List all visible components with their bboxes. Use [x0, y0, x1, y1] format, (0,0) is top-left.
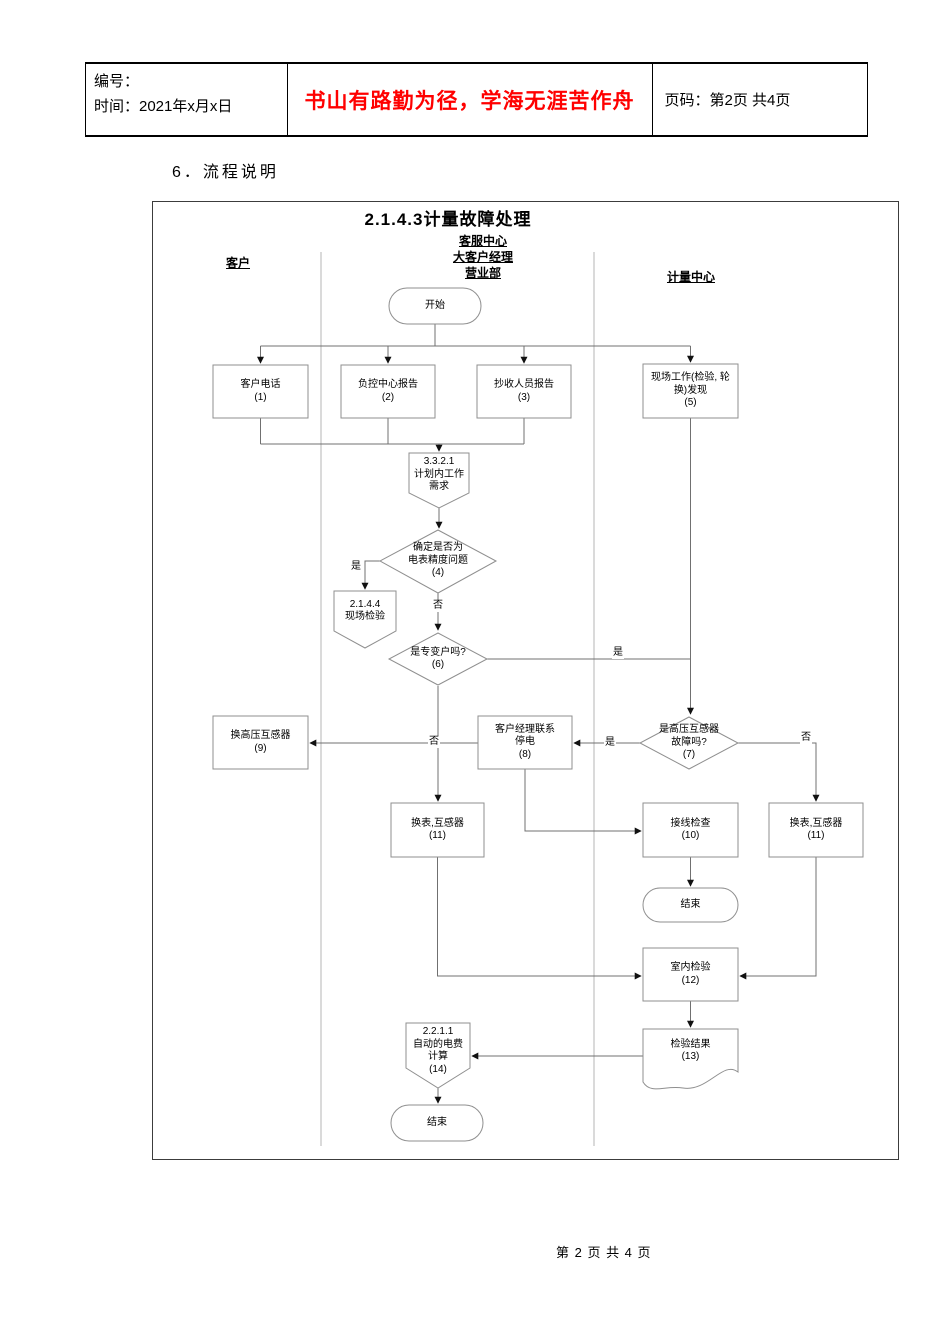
box1-shape: [212, 364, 309, 419]
node-5-field-work-discovery: 现场工作(检验, 轮 换)发现 (5): [651, 372, 730, 409]
lane2-line3-label: 营业部: [464, 266, 501, 280]
box12-shape: [642, 947, 739, 1002]
decision6-shape: [387, 632, 489, 686]
start-oval-shape: [388, 287, 482, 325]
node-1-customer-call: 客户电话 (1): [240, 379, 281, 403]
node-2-load-control-report: 负控中心报告 (2): [358, 379, 418, 403]
offpage-2211-shape: [405, 1022, 471, 1089]
flowchart-canvas: [212, 252, 864, 1146]
box5-shape: [642, 363, 739, 419]
node-6-decision-dedicated-transformer: 是专变户吗? (6): [410, 646, 466, 671]
end2-oval-shape: [390, 1104, 484, 1142]
box11-left-shape: [390, 802, 485, 858]
node-8-manager-arrange-outage: 客户经理联系 停电 (8): [495, 723, 555, 760]
document13-shape: [642, 1028, 739, 1090]
lane-header-customer: 客户: [198, 254, 278, 271]
node-end-2: 结束: [427, 1116, 447, 1128]
node-3-meter-reader-report: 抄收人员报告 (3): [494, 379, 554, 403]
node-10-wiring-check: 接线检查 (10): [670, 817, 711, 842]
header-cell-page: 页码：第2页 共4页: [653, 64, 867, 135]
lane-header-metering-center: 计量中心: [641, 268, 741, 285]
lane-dividers: [320, 252, 595, 1146]
node-11-right-replace-meter: 换表,互感器 (11): [789, 817, 843, 842]
node-9-replace-hv-transformer: 换高压互感器 (9): [230, 730, 291, 754]
edge-label-no-d7: 否: [800, 732, 812, 744]
page-code-label: 页码：第2页 共4页: [664, 92, 791, 109]
node-offpage-2211: 2.2.1.1 自动的电费 计算 (14): [413, 1026, 463, 1075]
box11-right-shape: [768, 802, 864, 858]
box2-shape: [340, 364, 436, 419]
lane-header-service-center: 客服中心 大客户经理 营业部: [433, 233, 533, 281]
node-11-left-replace-meter: 换表,互感器 (11): [411, 817, 464, 842]
header-cell-meta: 编号： 时间：2021年x月x日: [86, 64, 288, 135]
node-start: 开始: [425, 299, 445, 311]
box8-shape: [477, 715, 573, 770]
box9-shape: [212, 715, 309, 770]
node-shapes: [212, 287, 864, 1142]
flowchart-frame: 2.1.4.3计量故障处理 客户 客服中心 大客户经理 营业部 计量中心 开始 …: [152, 201, 899, 1160]
box3-shape: [476, 364, 572, 419]
flowchart-title: 2.1.4.3计量故障处理: [364, 210, 532, 229]
lane2-line1-label: 客服中心: [458, 234, 507, 248]
doc-time-label: 时间：2021年x月x日: [94, 98, 233, 115]
decision4-shape: [378, 529, 498, 594]
lane1-label: 客户: [225, 256, 250, 270]
header-cell-motto: 书山有路勤为径，学海无涯苦作舟: [288, 64, 653, 135]
offpage-2144-shape: [333, 590, 397, 649]
edge-label-yes-d4: 是: [350, 561, 362, 573]
node-4-decision-meter-accuracy: 确定是否为 电表精度问题 (4): [408, 542, 468, 579]
lane3-label: 计量中心: [666, 270, 715, 284]
node-13-inspection-result-document: 检验结果 (13): [670, 1038, 711, 1063]
box10-shape: [642, 802, 739, 858]
end1-oval-shape: [642, 887, 739, 923]
lane2-line2-label: 大客户经理: [452, 250, 513, 264]
doc-number-label: 编号：: [94, 73, 140, 90]
node-offpage-2144: 2.1.4.4 现场检验: [345, 598, 385, 623]
decision7-shape: [638, 716, 740, 770]
edge-label-yes-d7: 是: [604, 737, 616, 749]
header-table: 编号： 时间：2021年x月x日 书山有路勤为径，学海无涯苦作舟 页码：第2页 …: [85, 62, 868, 137]
node-12-indoor-inspection: 室内检验 (12): [670, 962, 711, 986]
edge-label-no-d4: 否: [432, 600, 444, 612]
motto-text: 书山有路勤为径，学海无涯苦作舟: [304, 89, 635, 113]
connector-lines: [260, 324, 691, 660]
offpage-3321-shape: [408, 452, 470, 509]
section-heading: 6．流程说明: [172, 164, 279, 181]
node-offpage-3321: 3.3.2.1 计划内工作 需求: [414, 456, 464, 492]
footer-page-number: 第 2 页 共 4 页: [556, 1245, 652, 1260]
node-end-1: 结束: [680, 898, 701, 910]
node-7-decision-hv-transformer-fault: 是高压互感器 故障吗? (7): [659, 724, 719, 761]
edge-label-yes-d6: 是: [612, 647, 624, 659]
edge-label-no-d6: 否: [428, 736, 440, 748]
